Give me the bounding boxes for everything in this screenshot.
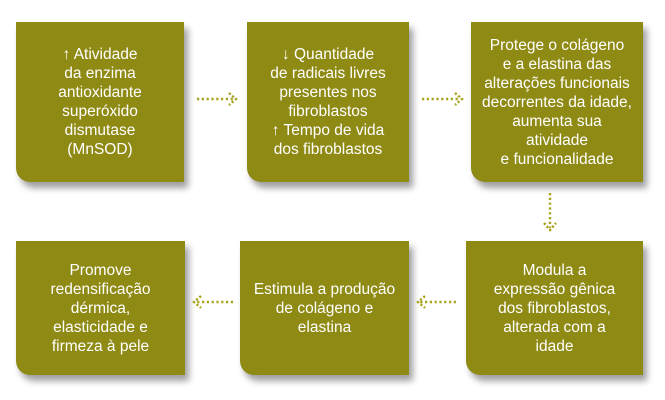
step-box-protects-collagen: Protege o colágeno e a elastina das alte… xyxy=(471,22,643,182)
connector-step1-to-step2 xyxy=(197,92,238,106)
connector-step3-to-step4 xyxy=(543,193,557,232)
connector-step2-to-step3 xyxy=(422,92,464,106)
step-text-skin-firmness: Promove redensificação dérmica, elastici… xyxy=(50,261,151,355)
step-text-free-radicals: ↓ Quantidade de radicais livres presente… xyxy=(270,46,386,158)
connector-step4-to-step5 xyxy=(416,295,456,309)
connector-step5-to-step6 xyxy=(192,295,233,309)
step-box-collagen-production: Estimula a produção de colágeno e elasti… xyxy=(240,241,409,375)
step-text-antioxidant-enzyme: ↑ Atividade da enzima antioxidante super… xyxy=(58,46,142,158)
step-text-protects-collagen: Protege o colágeno e a elastina das alte… xyxy=(482,36,632,168)
step-box-skin-firmness: Promove redensificação dérmica, elastici… xyxy=(16,241,185,375)
step-box-gene-expression: Modula a expressão gênica dos fibroblast… xyxy=(466,241,643,375)
step-box-antioxidant-enzyme: ↑ Atividade da enzima antioxidante super… xyxy=(16,22,184,182)
step-box-free-radicals: ↓ Quantidade de radicais livres presente… xyxy=(247,22,409,182)
step-text-gene-expression: Modula a expressão gênica dos fibroblast… xyxy=(493,261,616,355)
step-text-collagen-production: Estimula a produção de colágeno e elasti… xyxy=(253,280,396,336)
